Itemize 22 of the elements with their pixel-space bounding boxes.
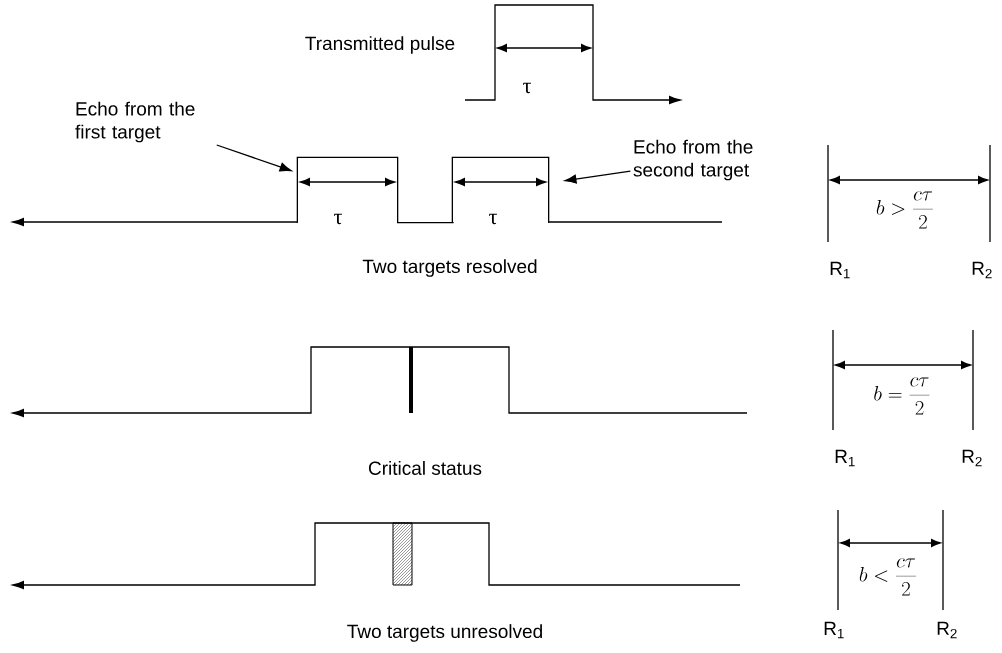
formula: $b = \frac{c\tau}{2}$: [874, 377, 930, 415]
symbol: τ: [523, 82, 531, 94]
caption: Critical status: [368, 461, 482, 475]
callout-text: Echo from the first target: [75, 101, 195, 143]
caption: Two targets unresolved: [347, 624, 542, 642]
caption: R$_{2}$: [937, 621, 957, 639]
symbol: τ: [334, 213, 342, 225]
callout-text: Echo from the second target: [633, 139, 753, 181]
caption: R$_{1}$: [835, 449, 855, 467]
symbol: τ: [489, 213, 497, 225]
caption: R$_{1}$: [830, 261, 850, 279]
echo-pulse: [296, 156, 455, 224]
caption: Transmitted pulse: [305, 36, 455, 54]
formula: $b < \frac{c\tau}{2}$: [859, 558, 916, 596]
caption: R$_{2}$: [962, 449, 982, 467]
formula: $b > \frac{c\tau}{2}$: [876, 191, 933, 229]
echo-pulse: [451, 156, 550, 224]
leader-line: [564, 170, 631, 184]
leader-line: [216, 144, 292, 172]
caption: Two targets resolved: [362, 259, 537, 277]
caption: R$_{1}$: [824, 621, 844, 639]
caption: R$_{2}$: [972, 261, 992, 279]
